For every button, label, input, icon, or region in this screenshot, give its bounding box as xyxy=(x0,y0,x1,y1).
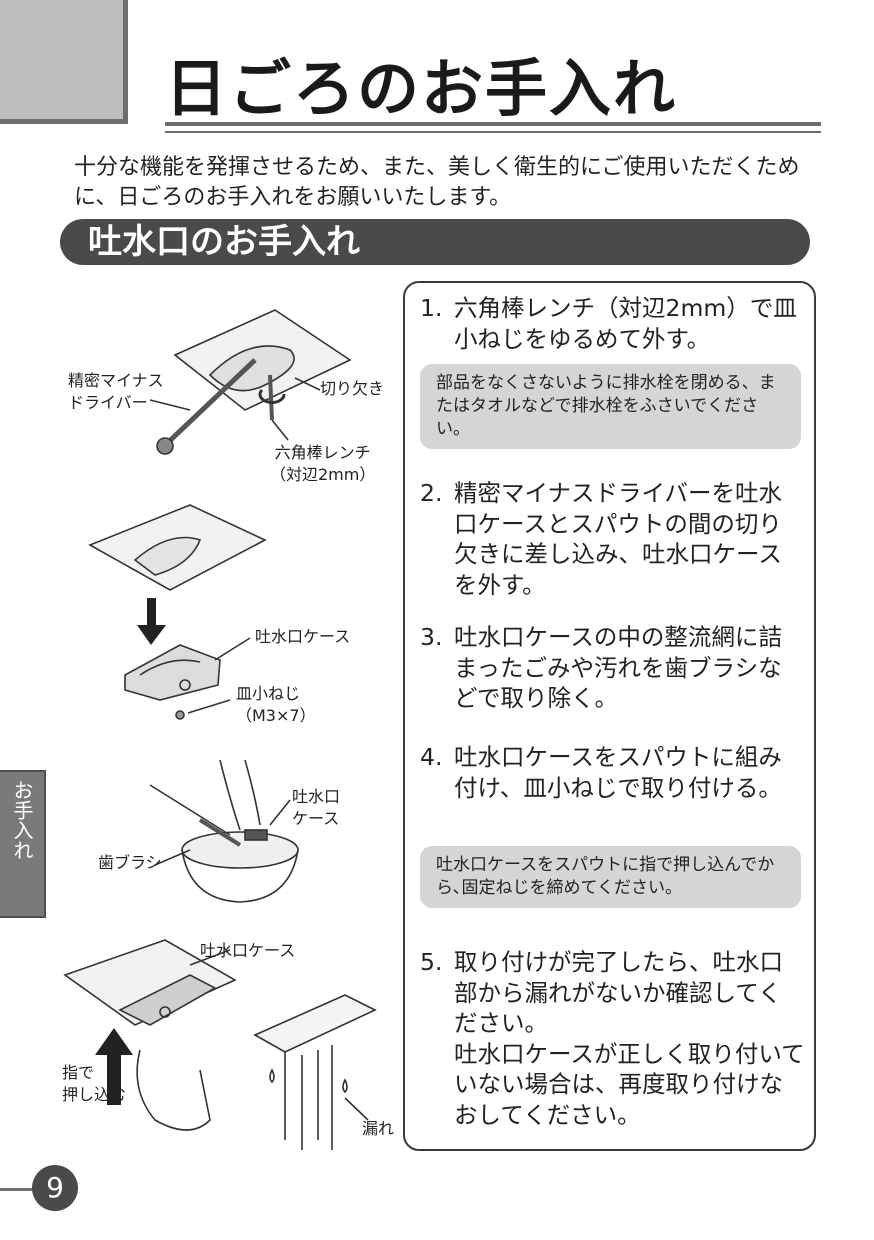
callout-toothbrush: 歯ブラシ xyxy=(98,853,162,872)
corner-decoration xyxy=(0,0,128,124)
note-1: 部品をなくさないように排水栓を閉める、またはタオルなどで排水栓をふさいでください… xyxy=(420,364,801,449)
callout-leak: 漏れ xyxy=(362,1119,395,1138)
side-tab-label: お手入れ xyxy=(10,780,34,860)
maintenance-illustrations xyxy=(63,309,377,1150)
step-2-number: 2. xyxy=(420,479,443,507)
callout-notch: 切り欠き xyxy=(320,379,385,398)
callout-spout-case-1: 吐水口ケース xyxy=(255,627,351,646)
callout-hex-wrench: 六角棒レンチ （対辺2mm） xyxy=(270,443,376,484)
callout-push-in: 指で 押し込む xyxy=(62,1063,127,1104)
figure-remove-screw xyxy=(149,309,352,455)
step-5: 5. 取り付けが完了したら、吐水口部から漏れがないか確認してください。 吐水口ケ… xyxy=(420,947,805,1130)
page-title: 日ごろのお手入れ xyxy=(165,52,678,125)
step-5-text: 取り付けが完了したら、吐水口部から漏れがないか確認してください。 吐水口ケースが… xyxy=(454,948,805,1129)
figure-remove-case xyxy=(88,504,267,720)
step-3-text: 吐水口ケースの中の整流網に詰まったごみや汚れを歯ブラシなどで取り除く。 xyxy=(454,623,782,712)
note-2: 吐水口ケースをスパウトに指で押し込んでから､固定ねじを締めてください。 xyxy=(420,846,801,908)
callout-screw: 皿小ねじ （M3×7） xyxy=(236,684,316,725)
step-4: 4. 吐水口ケースをスパウトに組み付け、皿小ねじで取り付ける。 xyxy=(420,742,805,803)
title-rule-thin xyxy=(165,131,821,133)
section-header-bar xyxy=(60,219,810,265)
steps-box xyxy=(403,281,816,1151)
intro-text: 十分な機能を発揮させるため、また、美しく衛生的にご使用いただくために、日ごろのお… xyxy=(74,155,800,210)
step-2: 2. 精密マイナスドライバーを吐水口ケースとスパウトの間の切り欠きに差し込み、吐… xyxy=(420,478,805,600)
step-1: 1. 六角棒レンチ（対辺2mm）で皿小ねじをゆるめて外す。 xyxy=(420,293,805,354)
callout-spout-case-3: 吐水口ケース xyxy=(200,941,296,960)
step-3-number: 3. xyxy=(420,623,443,651)
callout-spout-case-2: 吐水口 ケース xyxy=(292,787,341,828)
step-1-text: 六角棒レンチ（対辺2mm）で皿小ねじをゆるめて外す。 xyxy=(454,294,797,353)
illustration-panel: 精密マイナス ドライバー 切り欠き 六角棒レンチ （対辺2mm） 吐水口ケース … xyxy=(40,290,400,1150)
callout-screwdriver: 精密マイナス ドライバー xyxy=(68,371,164,412)
step-4-number: 4. xyxy=(420,743,443,771)
step-4-text: 吐水口ケースをスパウトに組み付け、皿小ねじで取り付ける。 xyxy=(454,743,782,802)
side-tab: お手入れ xyxy=(0,770,46,918)
page-number-rule xyxy=(0,1188,34,1191)
title-rule-thick xyxy=(165,122,821,126)
page-number: 9 xyxy=(32,1165,78,1211)
figure-reattach xyxy=(63,939,377,1150)
step-3: 3. 吐水口ケースの中の整流網に詰まったごみや汚れを歯ブラシなどで取り除く。 xyxy=(420,622,805,714)
step-2-text: 精密マイナスドライバーを吐水口ケースとスパウトの間の切り欠きに差し込み、吐水口ケ… xyxy=(454,479,783,599)
section-title: 吐水口のお手入れ xyxy=(88,222,360,262)
step-5-number: 5. xyxy=(420,948,443,976)
step-1-number: 1. xyxy=(420,294,443,322)
figure-cleaning xyxy=(149,759,299,903)
